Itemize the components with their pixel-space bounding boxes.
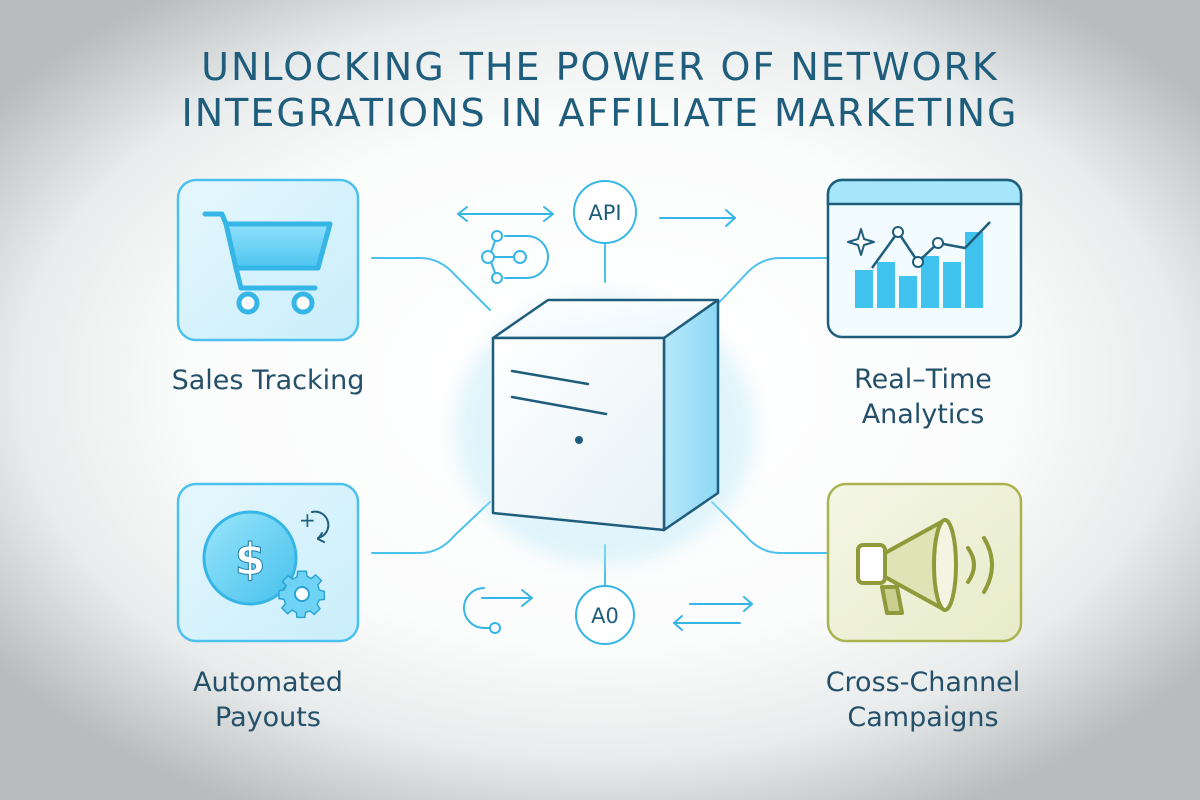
connector-cross-channel [711, 501, 829, 554]
title-line-1: UNLOCKING THE POWER OF NETWORK [201, 45, 999, 89]
analytics-chart-icon [847, 221, 991, 308]
label-automated-payouts: Automated Payouts [193, 667, 343, 733]
connector-realtime-analytics [711, 257, 829, 311]
card-realtime-analytics [826, 178, 1023, 339]
a0-badge-label: A0 [591, 604, 619, 628]
connector-sales-tracking [371, 257, 491, 311]
shopping-cart-icon [202, 211, 333, 315]
connector-automated-payouts [371, 501, 491, 554]
bidirectional-arrow-icon [457, 206, 554, 222]
svg-text:$: $ [235, 534, 266, 585]
label-cross-channel: Cross-Channel Campaigns [825, 667, 1021, 733]
megaphone-icon [856, 518, 994, 615]
right-arrow-icon [659, 209, 736, 227]
card-cross-channel [826, 482, 1023, 643]
a0-badge: A0 [575, 585, 635, 645]
api-badge-label: API [588, 201, 621, 225]
card-automated-payouts: $ + [176, 482, 360, 643]
exchange-arrows-icon [673, 596, 753, 631]
sparkle-icon [847, 228, 875, 256]
svg-text:+: + [299, 508, 316, 532]
label-sales-tracking: Sales Tracking [171, 365, 365, 396]
server-slot-line [510, 395, 608, 416]
server-cube [455, 295, 755, 565]
label-realtime-analytics: Real–Time Analytics [854, 364, 992, 430]
network-node-icon [481, 230, 549, 284]
title-line-2: INTEGRATIONS IN AFFILIATE MARKETING [181, 91, 1019, 135]
server-led [575, 436, 583, 444]
page-title: UNLOCKING THE POWER OF NETWORK INTEGRATI… [0, 44, 1200, 136]
card-sales-tracking [176, 178, 360, 342]
sync-arrow-icon [463, 587, 533, 634]
dollar-gear-icon: $ + [202, 508, 330, 619]
server-slot-line [510, 369, 590, 386]
api-badge: API [573, 180, 637, 244]
